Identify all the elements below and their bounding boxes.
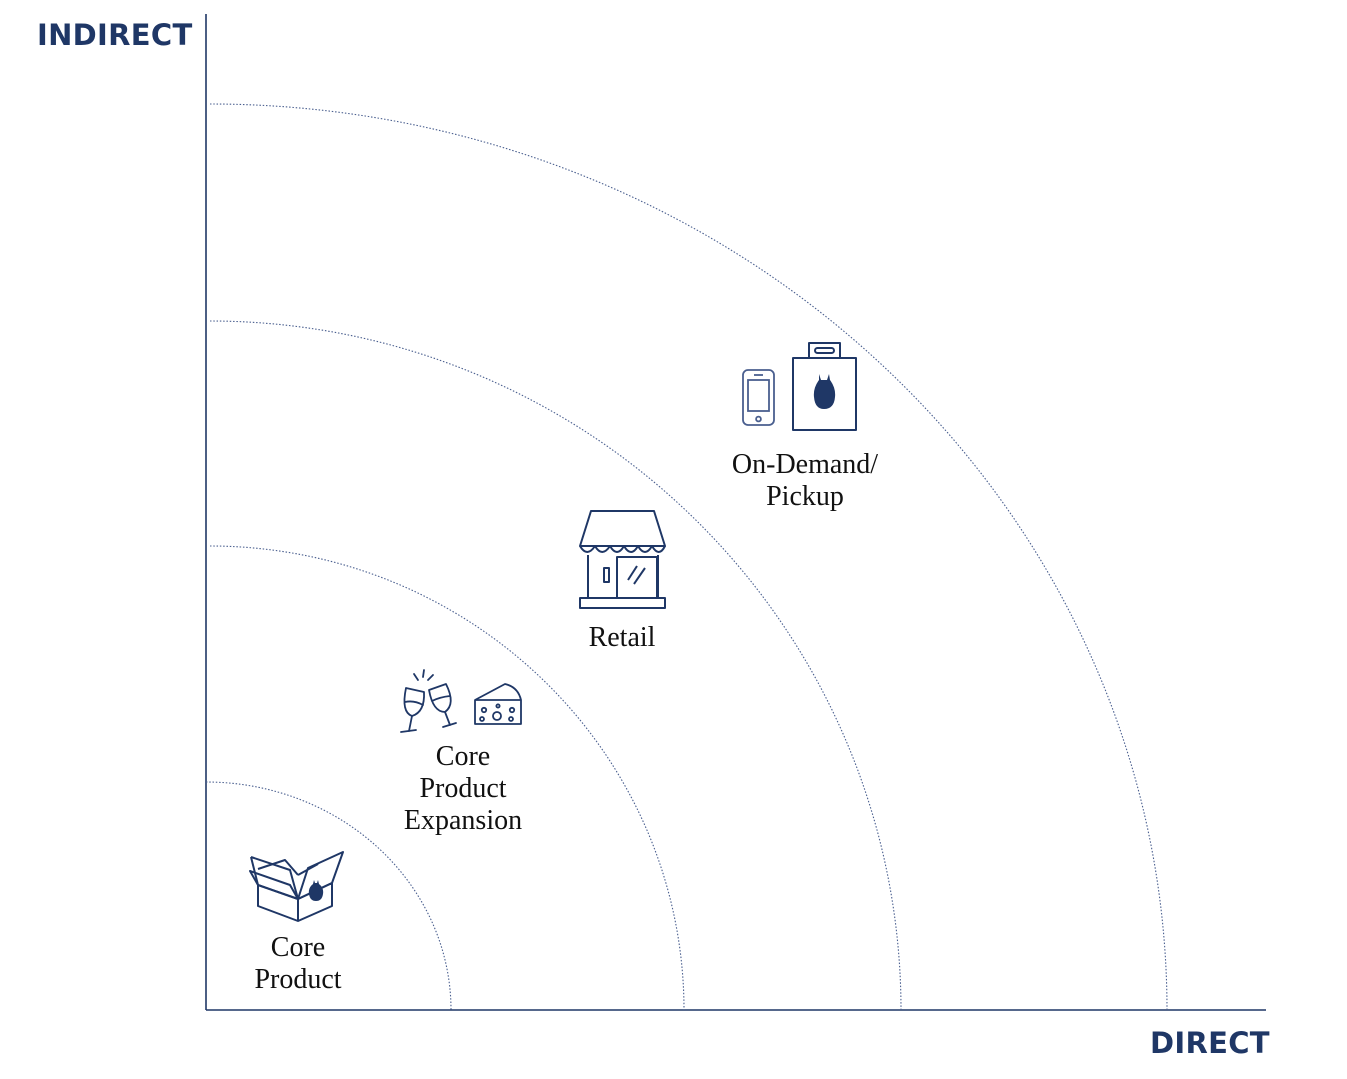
ring-label-core-product: Core Product bbox=[218, 932, 378, 996]
cheese-icon bbox=[474, 683, 522, 725]
ring-arc-core-product-expansion bbox=[209, 545, 685, 1011]
ring-arc-retail bbox=[209, 320, 902, 1011]
smartphone-icon bbox=[742, 369, 775, 426]
ring-arc-on-demand-pickup bbox=[209, 103, 1168, 1011]
wine-glasses-icon bbox=[400, 669, 457, 733]
ring-label-line: Core bbox=[435, 741, 491, 772]
ring-label-line: On-Demand/ bbox=[731, 449, 879, 480]
ring-label-line: Expansion bbox=[403, 805, 523, 836]
ring-label-on-demand-pickup: On-Demand/ Pickup bbox=[705, 449, 905, 513]
storefront-icon bbox=[579, 510, 666, 609]
ring-label-line: Product bbox=[254, 964, 342, 995]
x-axis-label: DIRECT bbox=[1150, 1026, 1270, 1060]
ring-label-line: Product bbox=[419, 773, 507, 804]
open-box-icon bbox=[249, 851, 344, 922]
y-axis-label: INDIRECT bbox=[37, 18, 193, 52]
ring-label-line: Pickup bbox=[766, 481, 844, 512]
ring-label-core-product-expansion: Core Product Expansion bbox=[373, 741, 553, 837]
ring-label-line: Core bbox=[270, 932, 326, 963]
ring-label-retail: Retail bbox=[552, 622, 692, 654]
shopping-bag-icon bbox=[792, 342, 857, 431]
ring-label-line: Retail bbox=[588, 622, 656, 653]
